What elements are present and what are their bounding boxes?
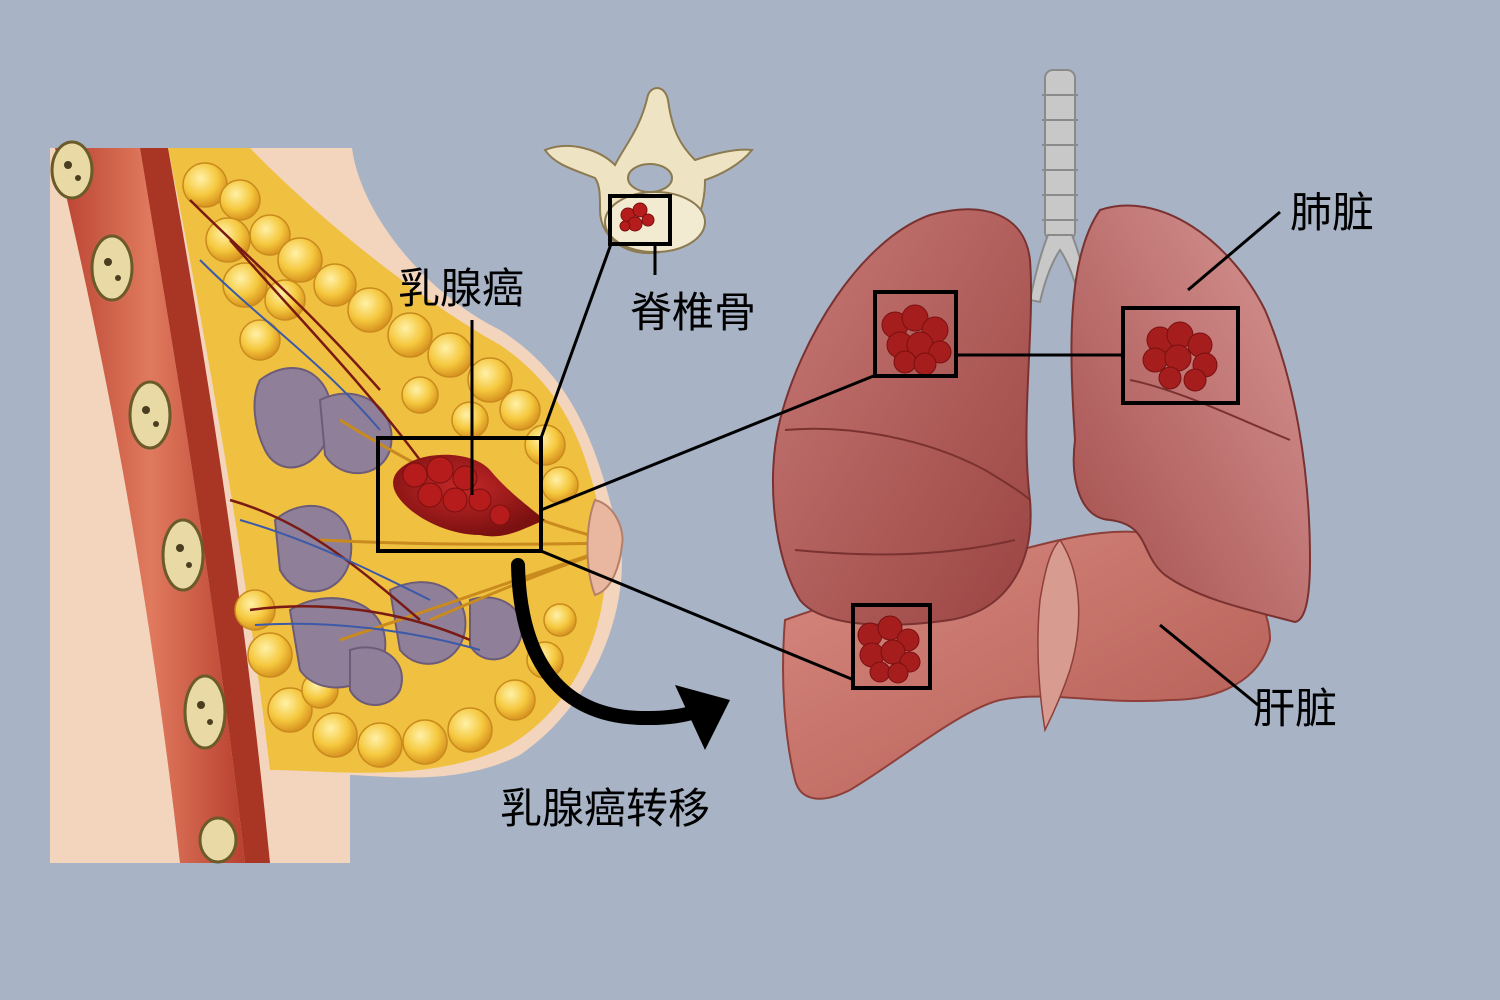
breast-cancer-label: 乳腺癌: [398, 264, 525, 313]
breast-cross-section: [50, 140, 624, 864]
lung-callout-left: [873, 290, 958, 378]
fat-lobules: [182, 162, 579, 768]
lung-label: 肺脏: [1290, 188, 1375, 237]
lung-tumor-right: [1142, 321, 1218, 392]
connector-lines: [470, 210, 1281, 707]
liver-label: 肝脏: [1253, 684, 1338, 733]
metastasis-label: 乳腺癌转移: [500, 784, 711, 833]
primary-tumor: [393, 454, 545, 537]
spine-callout: [608, 194, 672, 246]
rib-bones: [50, 140, 238, 864]
liver-callout: [851, 603, 932, 690]
spine-label: 脊椎骨: [630, 288, 757, 337]
curved-arrow-icon: [511, 558, 730, 750]
vertebra-illustration: [543, 87, 754, 275]
lungs-and-liver: [772, 69, 1312, 800]
liver-tumor: [857, 615, 921, 684]
primary-tumor-callout: [376, 436, 543, 553]
